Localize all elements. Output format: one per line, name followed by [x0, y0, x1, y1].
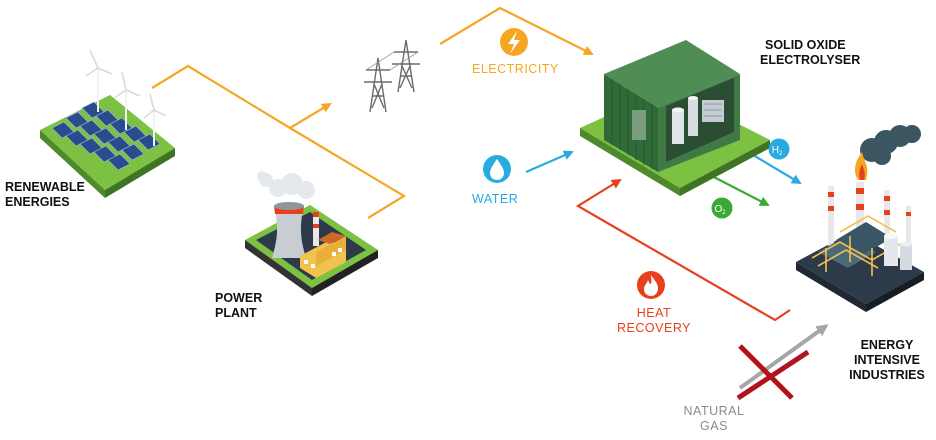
- oxygen-badge: O2: [711, 197, 733, 219]
- transmission-pylons-illustration: [364, 39, 420, 113]
- svg-text:H2: H2: [772, 145, 783, 157]
- water-label: WATER: [472, 192, 519, 206]
- electricity-flow-to-electrolyser: [439, 6, 594, 55]
- electricity-flow-renewables: [151, 64, 332, 130]
- electrolyser-label: SOLID OXIDE ELECTROLYSER: [760, 38, 860, 68]
- industry-plant-illustration: [796, 125, 924, 312]
- flame-icon: [637, 271, 665, 299]
- industries-label-line2: INTENSIVE: [854, 353, 920, 367]
- industries-label: ENERGY INTENSIVE INDUSTRIES: [842, 338, 932, 383]
- renewable-energies-label: RENEWABLE ENERGIES: [5, 180, 85, 210]
- heat-label-line2: RECOVERY: [617, 321, 691, 335]
- lightning-bolt-icon: [500, 28, 528, 56]
- water-drop-icon: [483, 155, 511, 183]
- power-plant-label: POWER PLANT: [215, 291, 262, 321]
- renewable-energy-illustration: [40, 49, 175, 198]
- electricity-flow-power-plant: [289, 127, 407, 219]
- electrolyser-label-line2: ELECTROLYSER: [760, 53, 861, 67]
- water-flow: [525, 150, 574, 174]
- electrolyser-label-line1: SOLID OXIDE: [765, 38, 846, 52]
- heat-recovery-flow: [575, 178, 791, 322]
- power-label-line2: PLANT: [215, 306, 257, 320]
- power-plant-illustration: [245, 171, 378, 296]
- heat-label-line1: HEAT: [636, 306, 672, 320]
- renewable-label-line2: ENERGIES: [5, 195, 70, 209]
- hydrogen-flow: [747, 151, 802, 185]
- electricity-label: ELECTRICITY: [472, 62, 559, 76]
- heat-recovery-label: HEAT RECOVERY: [616, 306, 692, 336]
- crossed-out-mark: [736, 344, 810, 401]
- industries-label-line1: ENERGY: [860, 338, 914, 352]
- svg-text:O2: O2: [714, 204, 726, 216]
- industries-label-line3: INDUSTRIES: [849, 368, 925, 382]
- oxygen-flow: [707, 173, 770, 206]
- hydrogen-badge: H2: [768, 138, 790, 160]
- natural-gas-flow: [738, 324, 829, 390]
- power-label-line1: POWER: [215, 291, 263, 305]
- renewable-label-line1: RENEWABLE: [5, 180, 85, 194]
- gas-label-line1: NATURAL: [683, 404, 745, 418]
- electrolyser-container-illustration: [580, 40, 770, 196]
- natural-gas-label: NATURAL GAS: [676, 404, 752, 434]
- gas-label-line2: GAS: [700, 419, 728, 433]
